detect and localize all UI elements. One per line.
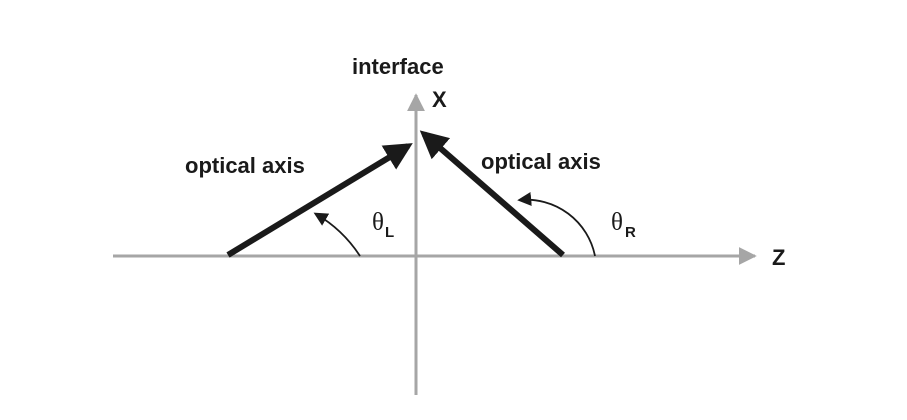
x-axis-label: X <box>432 87 447 112</box>
optical-axis-right-arrow <box>419 130 565 258</box>
theta-left-symbol: θ <box>372 209 384 236</box>
theta-left-arc <box>313 212 361 257</box>
z-axis-label: Z <box>772 245 785 270</box>
optical-axis-right-label: optical axis <box>481 149 601 174</box>
interface-label: interface <box>352 54 444 79</box>
optical-axis-left-label: optical axis <box>185 153 305 178</box>
theta-right-symbol: θ <box>611 209 623 236</box>
optical-axis-left-arrow <box>226 143 413 258</box>
theta-left-subscript: L <box>385 224 394 241</box>
theta-right-arc <box>517 192 596 257</box>
theta-right-subscript: R <box>625 224 636 241</box>
